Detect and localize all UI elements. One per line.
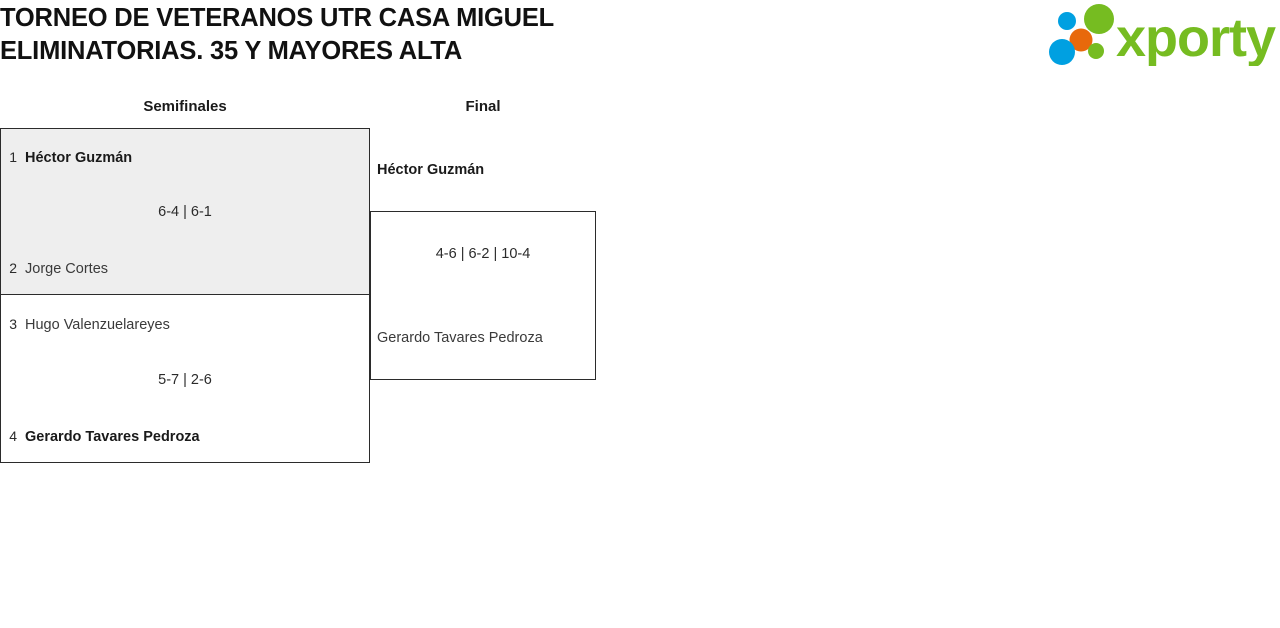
player-name: Gerardo Tavares Pedroza xyxy=(25,429,200,445)
page-title: TORNEO DE VETERANOS UTR CASA MIGUEL ELIM… xyxy=(0,4,555,65)
player-name: Héctor Guzmán xyxy=(25,150,133,166)
player-row[interactable]: 2 Jorge Cortes xyxy=(0,259,108,278)
player-seed: 2 xyxy=(9,260,17,276)
player-name: Héctor Guzmán xyxy=(377,162,485,178)
logo-dot-green-large xyxy=(1084,4,1114,34)
logo-dot-blue-large xyxy=(1049,39,1075,65)
player-seed: 3 xyxy=(9,316,17,332)
logo-dot-green-small xyxy=(1088,43,1104,59)
xporty-logo[interactable]: xporty xyxy=(1048,4,1276,66)
player-seed: 1 xyxy=(9,149,17,165)
player-seed: 4 xyxy=(9,428,17,444)
player-row[interactable]: 4 Gerardo Tavares Pedroza xyxy=(0,427,200,446)
logo-dot-blue-small xyxy=(1058,12,1076,30)
match-box-semifinal-2[interactable] xyxy=(0,294,370,463)
player-row[interactable]: Gerardo Tavares Pedroza xyxy=(377,329,543,347)
match-box-semifinal-1[interactable] xyxy=(0,128,370,295)
player-name: Hugo Valenzuelareyes xyxy=(25,317,170,333)
player-row[interactable]: 1 Héctor Guzmán xyxy=(0,148,132,167)
match-score: 6-4 | 6-1 xyxy=(158,204,212,220)
player-name: Gerardo Tavares Pedroza xyxy=(377,330,543,346)
player-row[interactable]: Héctor Guzmán xyxy=(377,161,484,179)
player-row[interactable]: 3 Hugo Valenzuelareyes xyxy=(0,315,170,334)
logo-wordmark: xporty xyxy=(1116,8,1276,66)
logo-dot-orange xyxy=(1069,28,1093,52)
round-header-semifinales: Semifinales xyxy=(143,98,227,115)
player-name: Jorge Cortes xyxy=(25,261,109,277)
match-score: 5-7 | 2-6 xyxy=(158,372,212,388)
match-box-final[interactable] xyxy=(370,211,596,380)
match-score: 4-6 | 6-2 | 10-4 xyxy=(435,246,531,262)
round-header-final: Final xyxy=(465,98,501,115)
